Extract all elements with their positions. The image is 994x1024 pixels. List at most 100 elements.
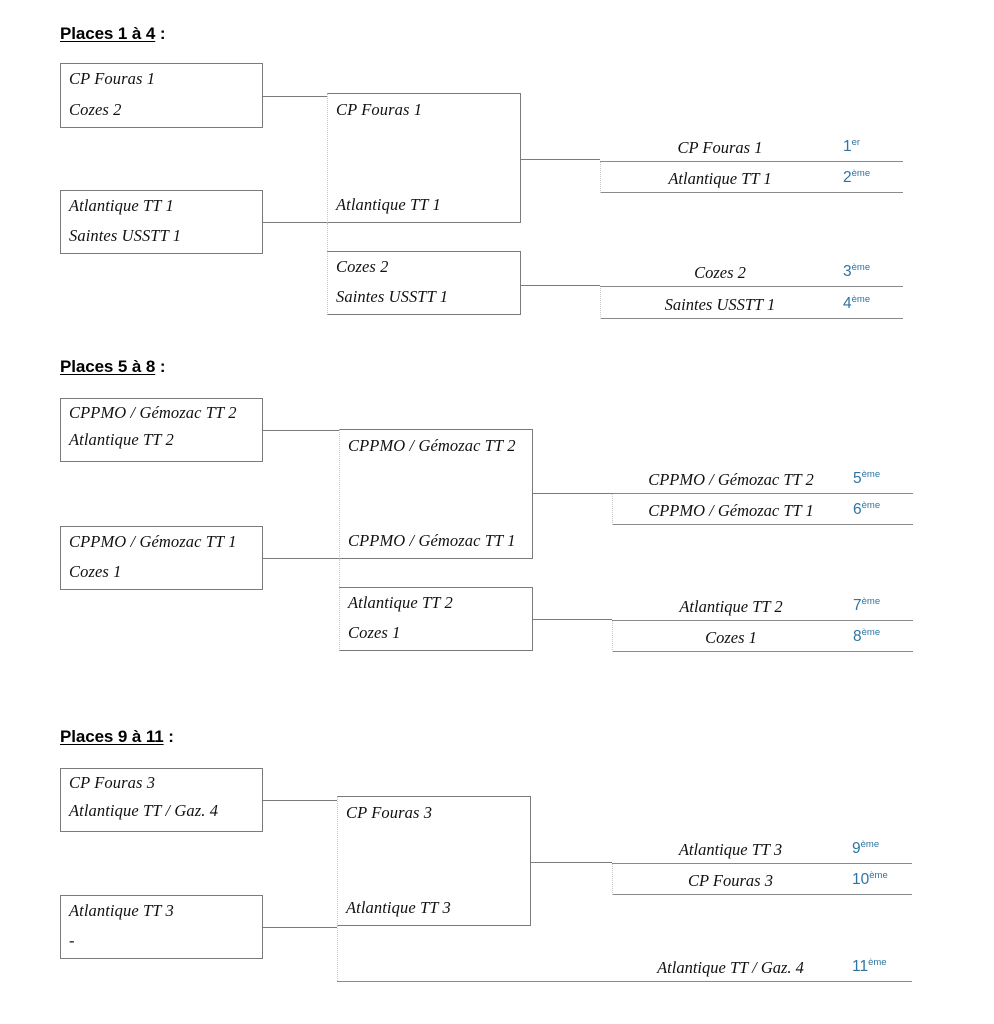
match-box-r2-1: CP Fouras 1 Atlantique TT 1 xyxy=(327,93,521,223)
team-label: Saintes USSTT 1 xyxy=(69,226,182,245)
result-row-11: Atlantique TT / Gaz. 4 11ème xyxy=(337,955,912,982)
rank-number: 5 xyxy=(853,470,862,487)
rank-number: 8 xyxy=(853,628,862,645)
team-label: CPPMO / Gémozac TT 1 xyxy=(348,531,516,550)
result-team-name: CP Fouras 3 xyxy=(688,871,773,890)
connector-r1-1-out xyxy=(262,430,339,431)
result-rule xyxy=(600,286,903,287)
team-label: Atlantique TT 1 xyxy=(69,196,174,215)
rank-number: 7 xyxy=(853,597,862,614)
section-heading-text: Places 9 à 11 xyxy=(60,727,164,746)
rank-suffix: ème xyxy=(861,499,881,511)
match-box-r1-2: Atlantique TT 3 - xyxy=(60,895,263,959)
team-label: CPPMO / Gémozac TT 2 xyxy=(69,403,237,422)
result-rank: 2ème xyxy=(843,169,870,187)
result-row-3: Cozes 2 3ème xyxy=(600,261,903,287)
rank-number: 9 xyxy=(852,840,861,857)
rank-suffix: ème xyxy=(868,956,887,968)
result-group-2-spine xyxy=(600,288,601,319)
result-group-1-spine xyxy=(600,162,601,193)
result-team-name: Cozes 1 xyxy=(705,628,757,647)
result-row-9: Atlantique TT 3 9ème xyxy=(612,838,912,864)
match-box-r1-2: CPPMO / Gémozac TT 1 Cozes 1 xyxy=(60,526,263,590)
match-box-r1-1: CPPMO / Gémozac TT 2 Atlantique TT 2 xyxy=(60,398,263,462)
connector-r2-2-out xyxy=(520,285,600,286)
rank-number: 4 xyxy=(843,295,852,312)
rank-number: 1 xyxy=(843,138,852,155)
connector-r2-dotted-spine xyxy=(337,926,338,981)
result-rule xyxy=(337,981,912,982)
connector-r2-1-out xyxy=(530,862,612,863)
team-label: CP Fouras 1 xyxy=(69,69,156,88)
team-label: CPPMO / Gémozac TT 2 xyxy=(348,436,516,455)
result-row-4: Saintes USSTT 1 4ème xyxy=(600,292,903,319)
result-row-5: CPPMO / Gémozac TT 2 5ème xyxy=(612,468,913,494)
team-label: CPPMO / Gémozac TT 1 xyxy=(69,532,237,551)
match-box-r1-1: CP Fouras 1 Cozes 2 xyxy=(60,63,263,128)
result-rank: 9ème xyxy=(852,840,879,858)
result-row-7: Atlantique TT 2 7ème xyxy=(612,595,913,621)
rank-number: 6 xyxy=(853,501,862,518)
match-box-r2-1: CPPMO / Gémozac TT 2 CPPMO / Gémozac TT … xyxy=(339,429,533,559)
team-label: Atlantique TT 1 xyxy=(336,195,441,214)
rank-suffix: ème xyxy=(851,167,871,179)
section-heading-colon: : xyxy=(155,357,166,376)
team-label: Atlantique TT / Gaz. 4 xyxy=(69,801,219,820)
result-group-1-spine xyxy=(612,864,613,895)
result-rank: 11ème xyxy=(852,958,887,976)
result-rank: 5ème xyxy=(853,470,880,488)
match-box-r1-2: Atlantique TT 1 Saintes USSTT 1 xyxy=(60,190,263,254)
result-team-name: CPPMO / Gémozac TT 1 xyxy=(648,501,814,520)
result-rule xyxy=(612,620,913,621)
rank-number: 11 xyxy=(852,958,869,975)
rank-suffix: ème xyxy=(869,869,888,881)
section-heading-places-1-4: Places 1 à 4 : xyxy=(60,24,166,44)
team-label: - xyxy=(69,931,75,950)
result-team-name: Atlantique TT 2 xyxy=(679,597,783,616)
team-label: CP Fouras 1 xyxy=(336,100,423,119)
connector-r1-2-out xyxy=(262,222,327,223)
result-row-6: CPPMO / Gémozac TT 1 6ème xyxy=(612,498,913,525)
team-label: Cozes 2 xyxy=(69,100,122,119)
result-rank: 6ème xyxy=(853,501,880,519)
team-label: Cozes 1 xyxy=(69,562,122,581)
team-label: Atlantique TT 2 xyxy=(69,430,174,449)
team-label: Cozes 1 xyxy=(348,623,401,642)
result-rule xyxy=(612,524,913,525)
rank-suffix: ème xyxy=(851,293,871,305)
match-box-r2-2: Cozes 2 Saintes USSTT 1 xyxy=(327,251,521,315)
result-team-name: CPPMO / Gémozac TT 2 xyxy=(648,470,814,489)
result-team-name: Atlantique TT 1 xyxy=(668,169,772,188)
connector-r2-2-out xyxy=(532,619,612,620)
team-label: Atlantique TT 2 xyxy=(348,593,453,612)
result-rule xyxy=(612,651,913,652)
result-team-name: Atlantique TT / Gaz. 4 xyxy=(657,958,804,977)
section-heading-colon: : xyxy=(155,24,166,43)
result-team-name: Atlantique TT 3 xyxy=(678,840,783,859)
result-rank: 10ème xyxy=(852,871,888,889)
rank-suffix: ème xyxy=(861,468,881,480)
rank-suffix: ème xyxy=(851,261,871,273)
result-rank: 4ème xyxy=(843,295,870,313)
rank-number: 3 xyxy=(843,263,852,280)
section-heading-text: Places 1 à 4 xyxy=(60,24,156,43)
result-row-2: Atlantique TT 1 2ème xyxy=(600,166,903,193)
result-rule xyxy=(600,161,903,162)
connector-r1-2-out xyxy=(262,558,339,559)
connector-r2-dotted-spine xyxy=(339,559,340,587)
connector-r2-1-out xyxy=(520,159,600,160)
result-rule xyxy=(612,863,912,864)
section-heading-colon: : xyxy=(163,727,174,746)
result-team-name: Cozes 2 xyxy=(694,263,746,282)
connector-r1-2-out xyxy=(262,927,337,928)
result-rule xyxy=(600,192,903,193)
team-label: Atlantique TT 3 xyxy=(69,901,174,920)
result-rank: 7ème xyxy=(853,597,880,615)
rank-number: 10 xyxy=(852,871,870,888)
result-row-8: Cozes 1 8ème xyxy=(612,625,913,652)
connector-r1-1-out xyxy=(262,96,327,97)
rank-suffix: ème xyxy=(861,626,881,638)
result-rank: 3ème xyxy=(843,263,870,281)
team-label: Cozes 2 xyxy=(336,257,389,276)
result-rank: 8ème xyxy=(853,628,880,646)
